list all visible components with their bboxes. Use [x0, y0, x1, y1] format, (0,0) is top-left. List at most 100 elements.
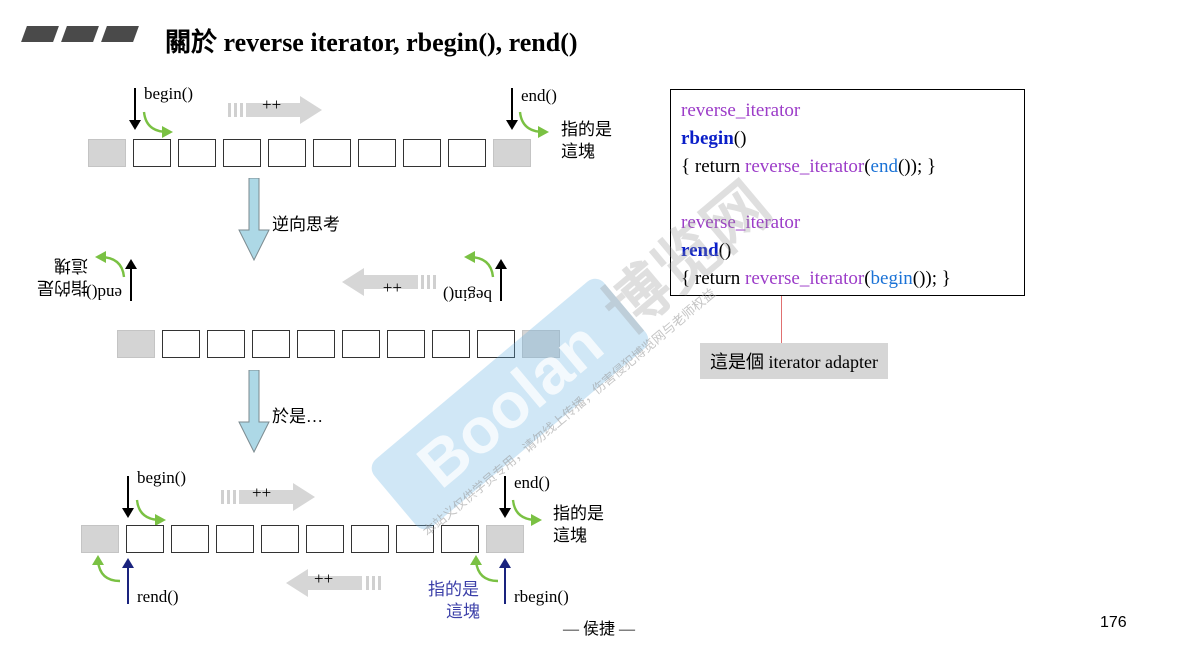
reversed-view-group: begin() ++ end() 指的是 這塊 — [30, 251, 560, 358]
rend-pointer-arrowhead — [122, 558, 134, 568]
element-cell — [448, 139, 486, 167]
end-label: end() — [514, 473, 550, 492]
code-lparen: ( — [864, 268, 871, 289]
green-curved-arrow-icon — [470, 555, 499, 583]
code-parens: () — [718, 240, 732, 261]
element-cell — [297, 330, 335, 358]
begin-pointer-arrowhead — [122, 508, 134, 518]
code-body-open: { return — [681, 268, 745, 289]
adapter-note: 這是個 iterator adapter — [700, 343, 888, 379]
code-func-body: { return reverse_iterator(begin()); } — [681, 265, 1024, 293]
code-ctor: reverse_iterator — [745, 156, 865, 177]
code-return-type: reverse_iterator — [681, 100, 801, 121]
element-cell — [403, 139, 441, 167]
green-curved-arrow-icon — [135, 499, 166, 526]
code-ctor: reverse_iterator — [745, 268, 865, 289]
green-curved-arrow-icon — [511, 499, 542, 526]
increment-label: ++ — [262, 95, 282, 114]
code-body-close: ()); } — [912, 268, 951, 289]
before-begin-cell — [81, 525, 119, 553]
element-cell — [268, 139, 306, 167]
so-label: 於是… — [272, 407, 323, 426]
code-body-close: ()); } — [897, 156, 937, 177]
increment-label: ++ — [252, 483, 272, 502]
element-cell — [387, 330, 425, 358]
begin-pointer — [127, 476, 129, 516]
element-cell — [342, 330, 380, 358]
increment-arrow-left-icon — [286, 569, 381, 597]
container-row-forward — [88, 139, 531, 167]
element-cell — [351, 525, 389, 553]
points-here-label-line2: 這塊 — [553, 526, 587, 545]
element-cell — [396, 525, 434, 553]
rend-pointer — [127, 566, 129, 604]
container-row-mirrored — [117, 330, 560, 358]
element-cell — [171, 525, 209, 553]
element-cell — [216, 525, 254, 553]
green-curved-arrow-icon — [518, 111, 549, 138]
code-func-signature: rend() — [681, 237, 1024, 265]
code-return-type: reverse_iterator — [681, 212, 801, 233]
points-here-label-line2: 這塊 — [561, 142, 595, 161]
green-curved-arrow-icon — [95, 251, 126, 278]
begin-pointer — [134, 88, 136, 128]
before-begin-cell — [522, 330, 560, 358]
down-arrow-icon — [238, 178, 270, 262]
code-lparen: ( — [864, 156, 871, 177]
points-here-label-line1: 指的是 — [561, 120, 612, 139]
element-cell — [477, 330, 515, 358]
increment-arrow-icon — [228, 96, 322, 124]
code-func-signature: rbegin() — [681, 125, 1024, 153]
increment-arrow-icon — [221, 483, 315, 511]
before-begin-cell — [88, 139, 126, 167]
end-pointer-arrowhead — [506, 120, 518, 130]
end-pointer — [504, 476, 506, 516]
rbegin-pointer — [504, 566, 506, 604]
adapter-connector-line — [781, 296, 782, 344]
container-row-final — [81, 525, 524, 553]
begin-label-mirrored: begin() — [442, 286, 492, 305]
points-here-label-line1: 指的是 — [553, 504, 604, 523]
code-func-name: rend — [681, 240, 719, 261]
element-cell — [313, 139, 351, 167]
code-func-name: rbegin — [681, 128, 734, 149]
code-func-body: { return reverse_iterator(end()); } — [681, 153, 1024, 181]
end-label: end() — [521, 86, 557, 105]
code-arg: begin — [870, 268, 913, 289]
begin-label: begin() — [137, 468, 187, 487]
element-cell — [223, 139, 261, 167]
points-here-label-mirrored-line2: 這塊 — [54, 256, 88, 275]
element-cell — [126, 525, 164, 553]
element-cell — [432, 330, 470, 358]
begin-pointer-arrowhead — [129, 120, 141, 130]
increment-label: ++ — [314, 569, 334, 588]
past-end-cell — [486, 525, 524, 553]
green-curved-arrow-icon — [464, 251, 495, 278]
title-decoration — [21, 26, 144, 47]
code-parens: () — [733, 128, 747, 149]
element-cell — [261, 525, 299, 553]
begin-pointer-arrowhead — [495, 259, 507, 269]
down-arrow-icon — [238, 370, 270, 454]
end-pointer — [511, 88, 513, 128]
begin-label: begin() — [144, 84, 194, 103]
author-footer: — 侯捷 — — [563, 621, 636, 638]
element-cell — [358, 139, 396, 167]
page-number: 176 — [1100, 614, 1127, 631]
rend-label: rend() — [137, 587, 179, 606]
element-cell — [252, 330, 290, 358]
past-end-cell — [493, 139, 531, 167]
code-body-open: { return — [681, 156, 745, 177]
element-cell — [441, 525, 479, 553]
element-cell — [207, 330, 245, 358]
code-box: reverse_iterator rbegin() { return rever… — [670, 89, 1025, 296]
increment-label-mirrored: ++ — [382, 278, 402, 297]
code-arg: end — [870, 156, 898, 177]
element-cell — [162, 330, 200, 358]
element-cell — [133, 139, 171, 167]
reverse-thinking-label: 逆向思考 — [272, 215, 340, 234]
past-end-cell — [117, 330, 155, 358]
end-pointer-arrowhead — [499, 508, 511, 518]
points-here-label-blue-line1: 指的是 — [428, 580, 479, 599]
end-pointer-arrowhead — [125, 259, 137, 269]
